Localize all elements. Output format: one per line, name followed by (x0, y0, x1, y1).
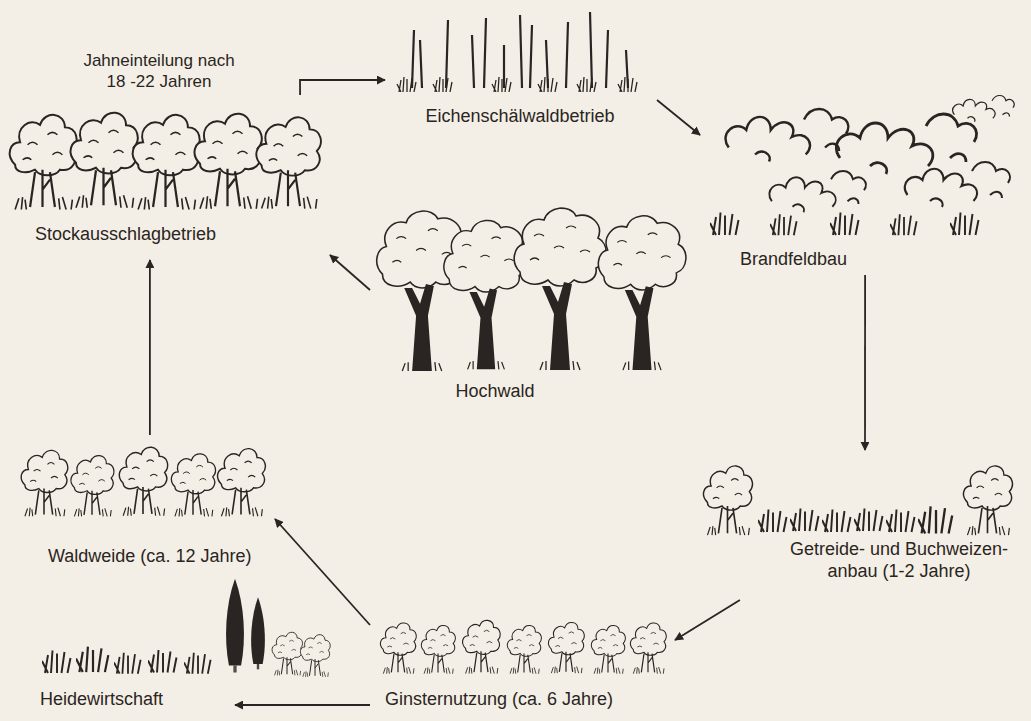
pasture-bushes (21, 447, 265, 516)
stage-label: Heidewirtschaft (35, 570, 235, 718)
drawing-part (886, 510, 915, 533)
drawing-part (76, 647, 108, 673)
stage-name: Getreide- und Buchweizen- anbau (1-2 Jah… (783, 538, 1015, 582)
heath (42, 579, 330, 677)
drawing-part (71, 456, 114, 517)
drawing-part (790, 509, 819, 532)
stage-label: Ginsternutzung (ca. 6 Jahre) (370, 608, 675, 716)
drawing-part (133, 115, 200, 210)
drawing-part (890, 214, 917, 235)
drawing-part (726, 109, 849, 162)
drawing-part (591, 626, 625, 674)
drawing-part (854, 509, 883, 532)
drawing-part (300, 635, 330, 677)
cycle-arrow (300, 80, 385, 95)
drawing-part (10, 115, 77, 210)
drawing-part (703, 466, 752, 535)
drawing-part (148, 650, 177, 673)
stage-name: Hochwald (410, 380, 580, 402)
drawing-part (412, 12, 628, 88)
drawing-part (836, 114, 976, 174)
stage-name: Eichenschälwaldbetrieb (385, 105, 655, 127)
cycle-arrow (149, 260, 151, 435)
drawing-part (226, 579, 244, 673)
broom-bushes (380, 620, 666, 673)
drawing-part (21, 450, 68, 516)
cycle-arrow (330, 255, 370, 290)
drawing-part (538, 77, 557, 92)
drawing-part (769, 171, 865, 212)
drawing-part (377, 211, 468, 371)
stage-label: Stockausschlagbetrieb (5, 95, 330, 260)
drawing-part (598, 216, 686, 370)
oak-poles (412, 12, 628, 88)
high-forest-trees (377, 208, 686, 371)
drawing-part (119, 447, 167, 515)
drawing-part (184, 653, 211, 674)
cycle-arrow (657, 100, 700, 135)
drawing-part (710, 213, 739, 236)
drawing-part (433, 77, 452, 92)
drawing-part (905, 162, 1010, 207)
stage-name: Brandfeldbau (740, 248, 847, 270)
drawing-part (548, 622, 584, 673)
stage-name: Ginsternutzung (ca. 6 Jahre) (385, 688, 613, 710)
cycle-arrow (675, 600, 740, 640)
drawing-part (251, 597, 265, 669)
drawing-part (770, 214, 797, 235)
stage-name: Waldweide (ca. 12 Jahre) (48, 545, 251, 567)
smoke (710, 96, 1014, 236)
cycle-arrow (235, 704, 370, 706)
drawing-part (953, 96, 1014, 122)
drawing-part (397, 77, 416, 92)
coppice-bushes (10, 113, 321, 210)
drawing-part (171, 454, 215, 517)
drawing-part (630, 623, 666, 674)
drawing-part (114, 653, 141, 674)
stage-label: Hochwald (370, 200, 700, 405)
crops (703, 466, 1012, 535)
drawing-part (256, 117, 320, 208)
drawing-part (963, 466, 1012, 535)
cycle-arrow (275, 519, 370, 625)
drawing-part (514, 208, 606, 370)
drawing-part (42, 651, 71, 674)
drawing-part (71, 113, 138, 208)
drawing-part (830, 213, 859, 236)
drawing-part (444, 220, 529, 369)
stage-name: Heidewirtschaft (40, 688, 163, 710)
stage-name: Stockausschlagbetrieb (35, 223, 216, 245)
drawing-part (463, 620, 501, 673)
drawing-part (918, 506, 952, 533)
drawing-part (950, 213, 979, 236)
drawing-part (272, 632, 302, 675)
drawing-part (618, 77, 637, 92)
stage-label: Brandfeldbau (700, 85, 1020, 275)
grass (397, 77, 637, 92)
cycle-arrow (864, 275, 866, 450)
drawing-part (380, 623, 416, 674)
drawing-part (758, 510, 787, 533)
stage-label: Eichenschälwaldbetrieb (385, 5, 657, 135)
drawing-part (822, 510, 851, 533)
edge-label: Jahneinteilung nach 18 -22 Jahren (80, 50, 238, 92)
drawing-part (195, 114, 262, 209)
drawing-part (492, 77, 511, 92)
stage-label: Getreide- und Buchweizen- anbau (1-2 Jah… (695, 450, 1020, 600)
drawing-part (218, 449, 266, 517)
stage-label: Waldweide (ca. 12 Jahre) (10, 435, 275, 575)
drawing-part (421, 626, 455, 674)
drawing-part (507, 626, 541, 674)
drawing-part (577, 77, 596, 92)
